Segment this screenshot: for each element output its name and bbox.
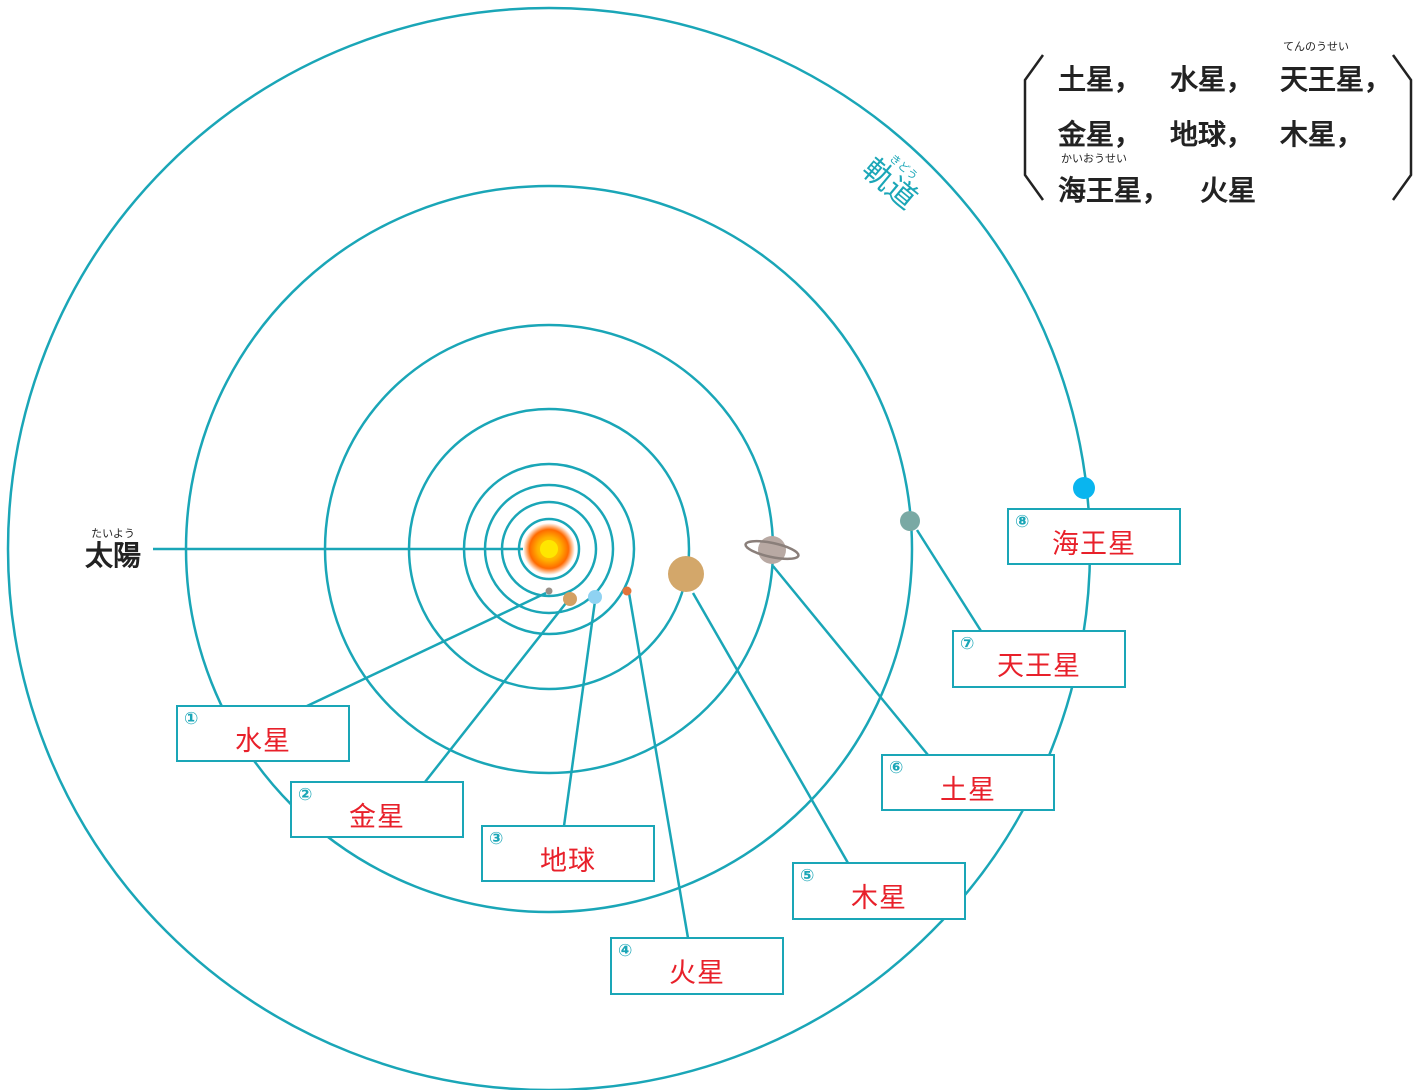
word-bank-venus: 金星， <box>1058 118 1143 151</box>
sun-ruby: たいよう <box>91 527 135 540</box>
sun-core <box>540 540 558 558</box>
leader-line-mars <box>627 592 690 939</box>
sun-label: たいよう 太陽 <box>78 528 148 572</box>
leader-line-jupiter <box>691 592 850 864</box>
word-bank-mercury: 水星， <box>1170 63 1255 96</box>
answer-box-mercury[interactable]: ① 水星 <box>176 705 350 762</box>
answer-box-saturn[interactable]: ⑥ 土星 <box>881 754 1055 811</box>
word-bank-ruby-uranus: てんのうせい <box>1283 40 1349 53</box>
leader-line-uranus <box>915 529 983 632</box>
word-bank-earth: 地球， <box>1170 118 1255 151</box>
answer-text: 金星 <box>349 802 405 833</box>
word-bank-brackets <box>1023 54 1413 201</box>
word-bank-mars: 火星 <box>1200 174 1257 207</box>
planet-mars <box>622 586 632 596</box>
answer-box-earth[interactable]: ③ 地球 <box>481 825 655 882</box>
answer-text: 土星 <box>940 775 996 806</box>
answer-number: ③ <box>489 829 504 849</box>
answer-box-uranus[interactable]: ⑦ 天王星 <box>952 630 1126 688</box>
answer-number: ④ <box>618 941 633 961</box>
answer-box-neptune[interactable]: ⑧ 海王星 <box>1007 508 1181 565</box>
planet-neptune <box>1073 477 1095 499</box>
answer-number: ② <box>298 785 313 805</box>
planet-saturn <box>744 536 800 564</box>
word-bank-uranus: 天王星， <box>1280 63 1393 96</box>
answer-number: ① <box>184 709 199 729</box>
word-bank-jupiter: 木星， <box>1280 118 1365 151</box>
answer-number: ⑦ <box>960 634 975 654</box>
leader-line-venus <box>424 602 567 783</box>
answer-number: ⑧ <box>1015 512 1030 532</box>
leader-line-mercury <box>306 591 547 708</box>
planet-uranus <box>900 511 920 531</box>
answer-box-mars[interactable]: ④ 火星 <box>610 937 784 995</box>
planet-mercury <box>545 587 553 595</box>
word-bank-neptune: 海王星， <box>1058 174 1171 207</box>
leader-lines <box>306 529 983 939</box>
answer-number: ⑤ <box>800 866 815 886</box>
sun-name: 太陽 <box>84 539 141 572</box>
bracket-right <box>1391 54 1413 201</box>
answer-box-venus[interactable]: ② 金星 <box>290 781 464 838</box>
word-bank-saturn: 土星， <box>1058 63 1143 96</box>
answer-number: ⑥ <box>889 758 904 778</box>
answer-text: 海王星 <box>1052 529 1136 560</box>
answer-text: 木星 <box>851 883 907 914</box>
planet-earth <box>588 590 602 604</box>
answer-text: 天王星 <box>997 651 1081 682</box>
planet-venus <box>563 592 577 606</box>
leader-line-earth <box>562 600 597 827</box>
answer-text: 地球 <box>540 846 596 877</box>
planet-jupiter <box>668 556 704 592</box>
answer-text: 水星 <box>235 726 291 757</box>
bracket-left <box>1023 54 1045 201</box>
word-bank-ruby-neptune: かいおうせい <box>1061 152 1127 165</box>
answer-text: 火星 <box>669 958 725 989</box>
leader-line-saturn <box>772 565 929 756</box>
answer-box-jupiter[interactable]: ⑤ 木星 <box>792 862 966 920</box>
